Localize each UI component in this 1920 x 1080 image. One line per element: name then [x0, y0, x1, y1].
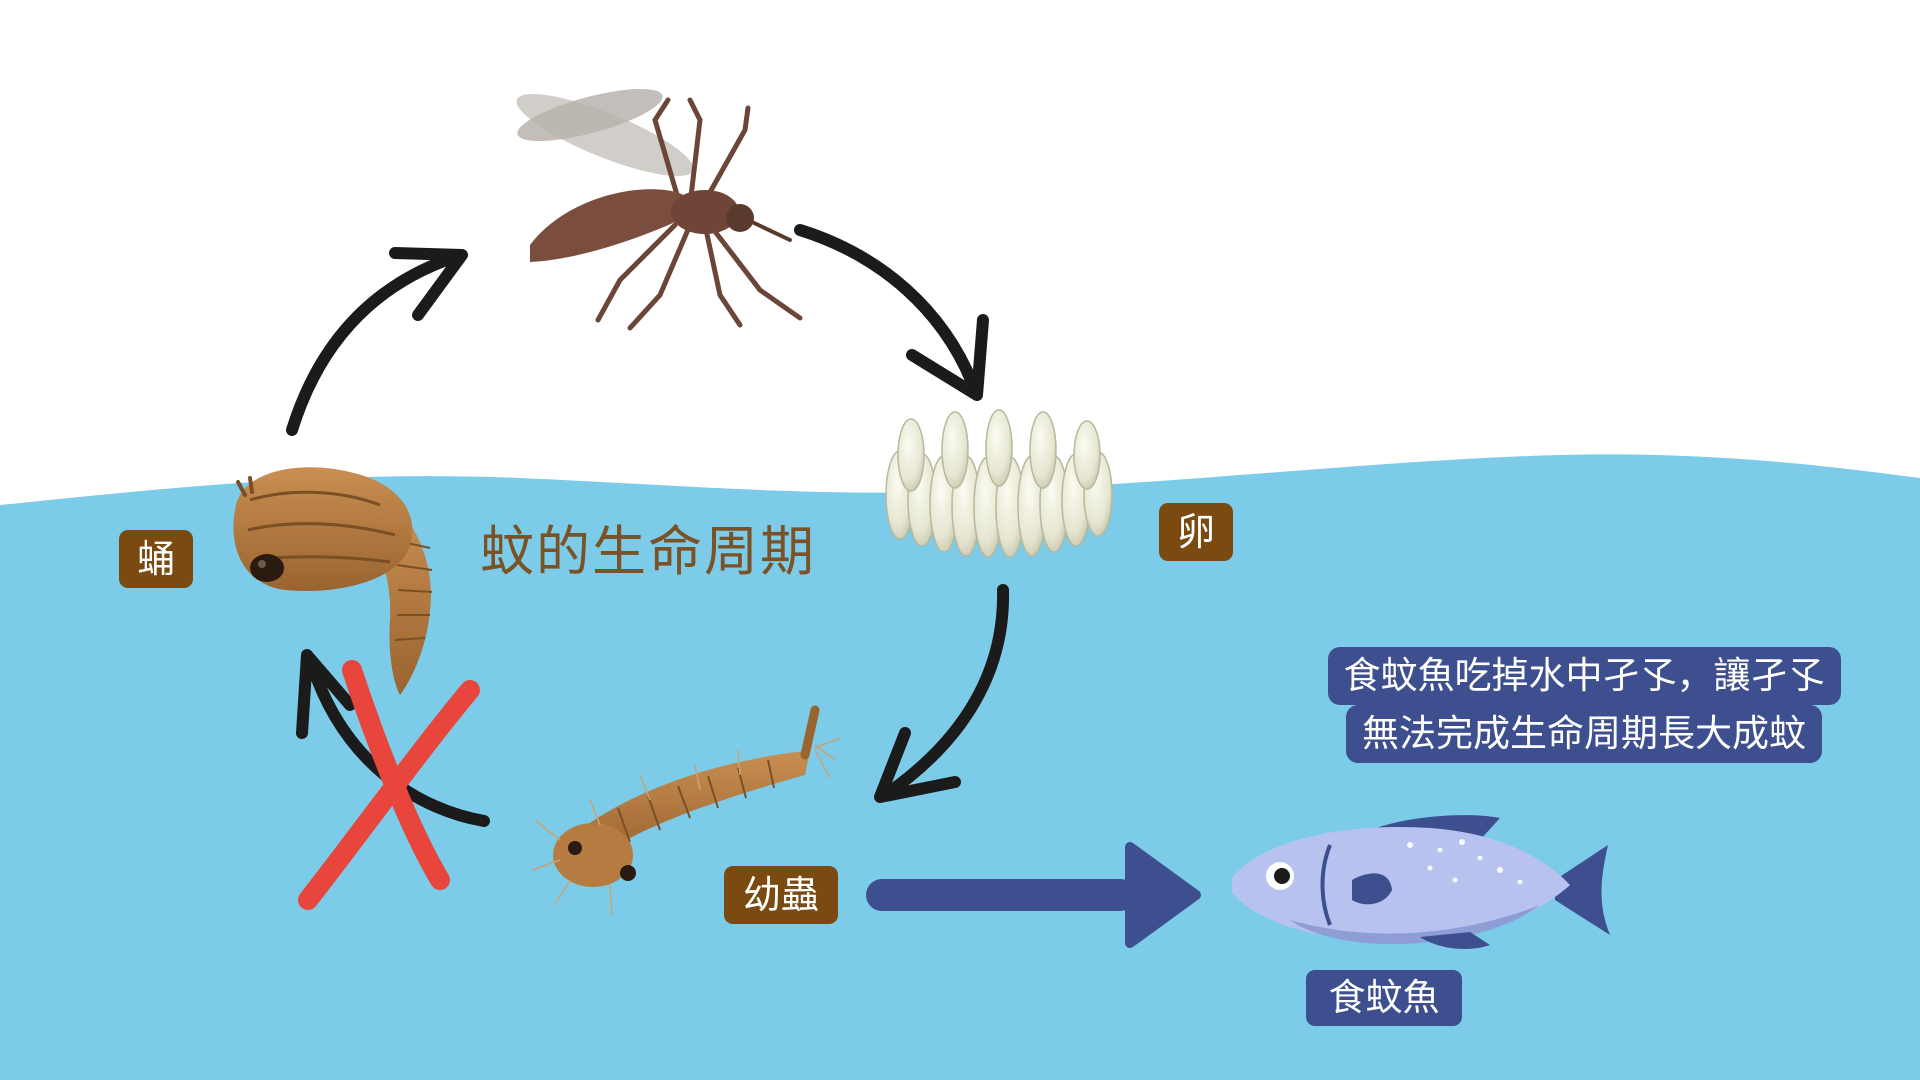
blocked-cross-icon — [298, 660, 480, 910]
arrow-egg-to-larva-head — [874, 727, 961, 803]
arrow-adult-to-egg — [794, 224, 981, 396]
fish-illustration — [1232, 815, 1610, 949]
mosquito-illustration — [516, 88, 803, 331]
larva-illustration — [532, 705, 841, 916]
diagram-title: 蚊的生命周期 — [480, 520, 816, 583]
arrow-adult-to-egg-head — [906, 314, 989, 401]
note-line-1: 食蚊魚吃掉水中孑孓，讓孑孓 — [1327, 647, 1841, 705]
arrow-pupa-to-adult — [286, 252, 458, 436]
arrow-larva-to-pupa-head — [296, 649, 356, 739]
note-line-2: 無法完成生命周期長大成蚊 — [1346, 705, 1822, 763]
fish-label: 食蚊魚 — [1306, 970, 1462, 1026]
arrow-larva-to-fish — [866, 842, 1201, 948]
pupa-label: 蛹 — [119, 530, 193, 588]
pupa-illustration — [233, 467, 433, 695]
arrow-egg-to-larva — [879, 584, 1010, 801]
egg-label: 卵 — [1159, 503, 1233, 561]
larva-label: 幼蟲 — [724, 866, 838, 924]
arrow-pupa-to-adult-head — [389, 247, 468, 321]
egg-cluster — [885, 409, 1113, 558]
explanation-note: 食蚊魚吃掉水中孑孓，讓孑孓 無法完成生命周期長大成蚊 — [1301, 647, 1867, 763]
